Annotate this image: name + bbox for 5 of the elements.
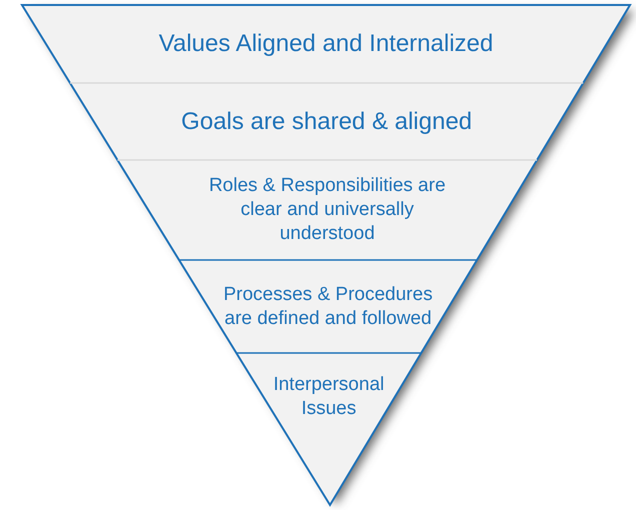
- band-label: Processes & Procedures are defined and followed: [222, 282, 434, 330]
- band-label: Goals are shared & aligned: [181, 106, 472, 136]
- band-label: Values Aligned and Internalized: [158, 29, 494, 59]
- band-label: Interpersonal Issues: [272, 372, 386, 420]
- band-label: Roles & Responsibilities are clear and universally understood: [208, 174, 447, 246]
